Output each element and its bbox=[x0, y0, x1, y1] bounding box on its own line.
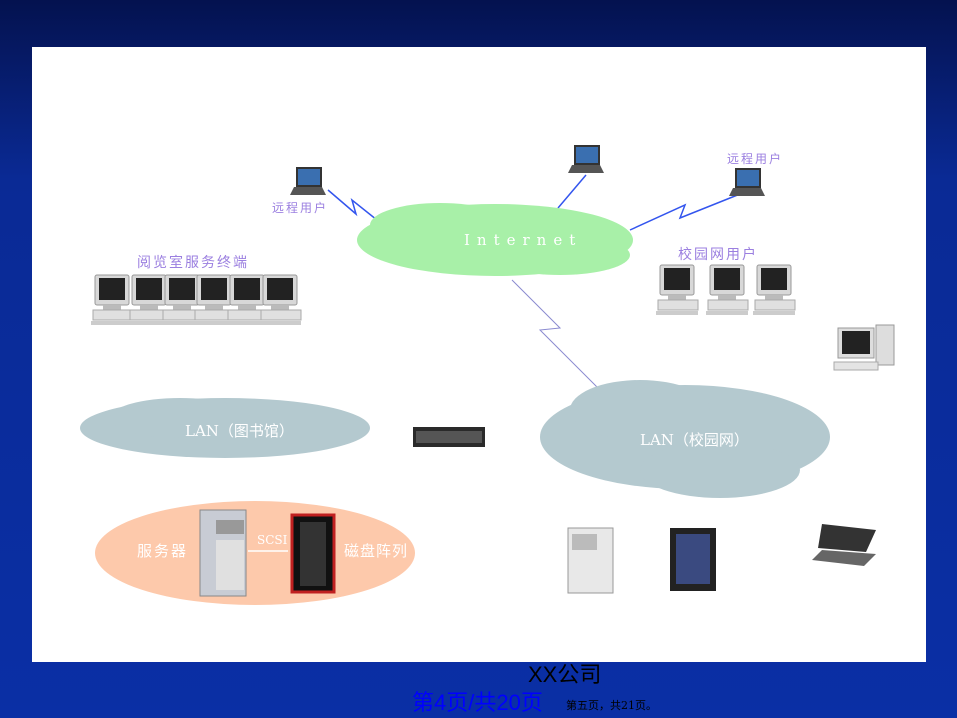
desktop-pc-icon bbox=[655, 264, 699, 316]
desktop-pc-icon bbox=[705, 264, 749, 316]
disk-array-label: 磁盘阵列 bbox=[344, 542, 409, 560]
lan-library-label: LAN（图书馆） bbox=[185, 422, 294, 440]
laptop-icon bbox=[812, 524, 876, 566]
laptop-icon bbox=[729, 168, 765, 196]
page-overlay-text: 第五页，共21页。 bbox=[566, 699, 657, 712]
scsi-label: SCSI bbox=[257, 533, 288, 547]
server-tower-icon bbox=[199, 509, 247, 597]
lan-campus-label: LAN（校园网） bbox=[640, 431, 749, 449]
laptop-icon bbox=[290, 167, 326, 195]
desktop-tower-icon bbox=[833, 324, 895, 371]
server-label: 服务器 bbox=[137, 542, 189, 560]
desktop-pc-icon bbox=[258, 274, 302, 326]
remote-user-label: 远程用户 bbox=[272, 201, 329, 215]
page-indicator: 第4页/共20页 bbox=[412, 690, 543, 715]
company-name: XX公司 bbox=[528, 662, 602, 687]
rack-server-icon bbox=[413, 427, 485, 447]
remote-user-label: 远程用户 bbox=[727, 152, 784, 166]
internet-label: Internet bbox=[464, 231, 583, 249]
link-remote-right bbox=[629, 191, 746, 231]
campus-users-label: 校园网用户 bbox=[678, 247, 758, 263]
reading-room-label: 阅览室服务终端 bbox=[137, 255, 249, 271]
disk-array-icon bbox=[290, 513, 336, 594]
link-remote-left bbox=[327, 189, 383, 225]
link-remote-top bbox=[557, 174, 587, 209]
rack-cabinet-icon bbox=[670, 528, 716, 591]
link-internet-campus bbox=[511, 279, 601, 391]
desktop-pc-icon bbox=[90, 274, 134, 326]
server-icon bbox=[567, 527, 614, 594]
desktop-pc-icon bbox=[752, 264, 796, 316]
laptop-icon bbox=[568, 145, 604, 173]
